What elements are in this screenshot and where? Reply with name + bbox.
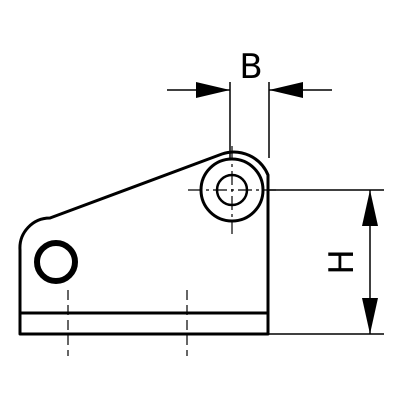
- arrow-b-right: [269, 82, 303, 98]
- bracket-outline: [18, 150, 270, 336]
- pivot-eye: [199, 157, 265, 223]
- centerlines: [67, 146, 276, 356]
- arrow-b-left: [196, 82, 230, 98]
- arrow-h-bottom: [362, 298, 378, 334]
- bracket-body: [18, 150, 270, 336]
- arrow-h-top: [362, 190, 378, 226]
- dimension-label-b: B: [239, 47, 262, 87]
- mounting-hole: [34, 240, 78, 284]
- pivot-eye-outer: [199, 157, 265, 223]
- pivot-bore: [215, 173, 249, 207]
- dimension-h: [268, 189, 384, 335]
- dimension-label-h: H: [322, 249, 362, 275]
- dimension-b: [167, 82, 332, 158]
